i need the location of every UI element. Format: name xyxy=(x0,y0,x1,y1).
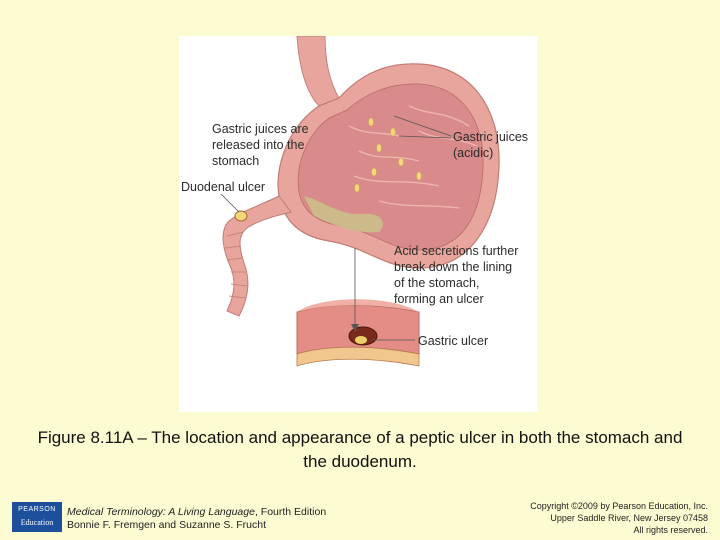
label-gastric-ulcer: Gastric ulcer xyxy=(418,334,489,348)
copyright-line-3: All rights reserved. xyxy=(633,525,708,535)
label-gastric-juices-acidic: Gastric juices (acidic) xyxy=(453,130,529,160)
tissue-block xyxy=(296,299,420,367)
copyright-line-1: Copyright ©2009 by Pearson Education, In… xyxy=(530,501,708,511)
figure-caption: Figure 8.11A – The location and appearan… xyxy=(37,428,683,471)
stomach-drawing xyxy=(220,36,500,367)
label-gastric-juices-released: Gastric juices are released into the sto… xyxy=(212,122,309,168)
copyright-notice: Copyright ©2009 by Pearson Education, In… xyxy=(468,500,708,536)
book-authors: Bonnie F. Fremgen and Suzanne S. Frucht xyxy=(67,519,267,531)
book-title: Medical Terminology: A Living Language xyxy=(67,506,255,518)
label-acid-secretions: Acid secretions further break down the l… xyxy=(394,244,519,306)
pearson-logo: PEARSON Education xyxy=(12,502,62,532)
book-edition: , Fourth Edition xyxy=(254,506,327,518)
logo-top-text: PEARSON xyxy=(18,506,56,513)
book-citation: Medical Terminology: A Living Language, … xyxy=(67,506,326,532)
copyright-line-2: Upper Saddle River, New Jersey 07458 xyxy=(550,513,708,523)
label-duodenal-ulcer: Duodenal ulcer xyxy=(181,180,266,194)
stomach-illustration: Gastric juices are released into the sto… xyxy=(179,36,537,412)
logo-bottom-text: Education xyxy=(20,518,54,527)
